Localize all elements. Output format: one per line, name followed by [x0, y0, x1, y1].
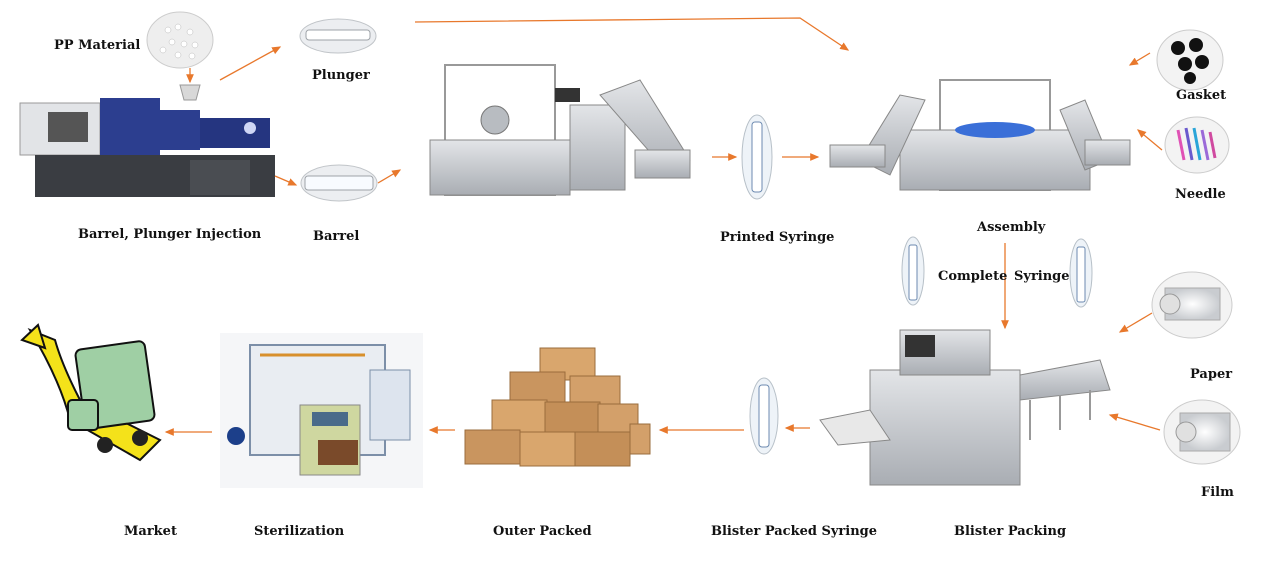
paper-roll-image [1151, 271, 1233, 339]
market-truck-icon [20, 323, 162, 462]
label-film: Film [1201, 485, 1234, 500]
printed-syringe-image [741, 114, 773, 200]
barrel-image [300, 164, 378, 202]
label-printed-syringe: Printed Syringe [720, 230, 835, 245]
complete-syringe-image-left [901, 236, 925, 306]
blister-packing-machine-image [819, 329, 1111, 486]
injection-molding-machine-image [19, 84, 275, 197]
label-sterilization: Sterilization [254, 524, 345, 539]
plunger-image [299, 18, 377, 54]
pp-material-image [146, 11, 214, 69]
label-market: Market [124, 524, 177, 539]
label-assembly: Assembly [977, 220, 1046, 235]
assembly-machine-image [829, 79, 1131, 191]
label-syringe: Syringe [1014, 269, 1070, 284]
label-blister-packing: Blister Packing [954, 524, 1067, 539]
label-gasket: Gasket [1176, 88, 1227, 103]
label-barrel-plunger-injection: Barrel, Plunger Injection [78, 227, 262, 242]
blister-packed-syringe-image [749, 377, 779, 455]
gasket-image [1156, 29, 1224, 91]
label-needle: Needle [1175, 187, 1226, 202]
label-pp-material: PP Material [54, 38, 141, 53]
needle-image [1164, 116, 1230, 174]
complete-syringe-image-right [1069, 238, 1093, 308]
label-complete: Complete [938, 269, 1008, 284]
label-barrel: Barrel [313, 229, 360, 244]
label-paper: Paper [1190, 367, 1233, 382]
outer-packed-cartons-image [464, 347, 651, 467]
label-plunger: Plunger [312, 68, 370, 83]
label-blister-packed-syringe: Blister Packed Syringe [711, 524, 878, 539]
label-outer-packed: Outer Packed [493, 524, 592, 539]
flow-arrows [164, 17, 1163, 436]
printing-machine-image [429, 64, 691, 196]
film-roll-image [1163, 399, 1241, 465]
sterilization-equipment-image [220, 333, 423, 488]
